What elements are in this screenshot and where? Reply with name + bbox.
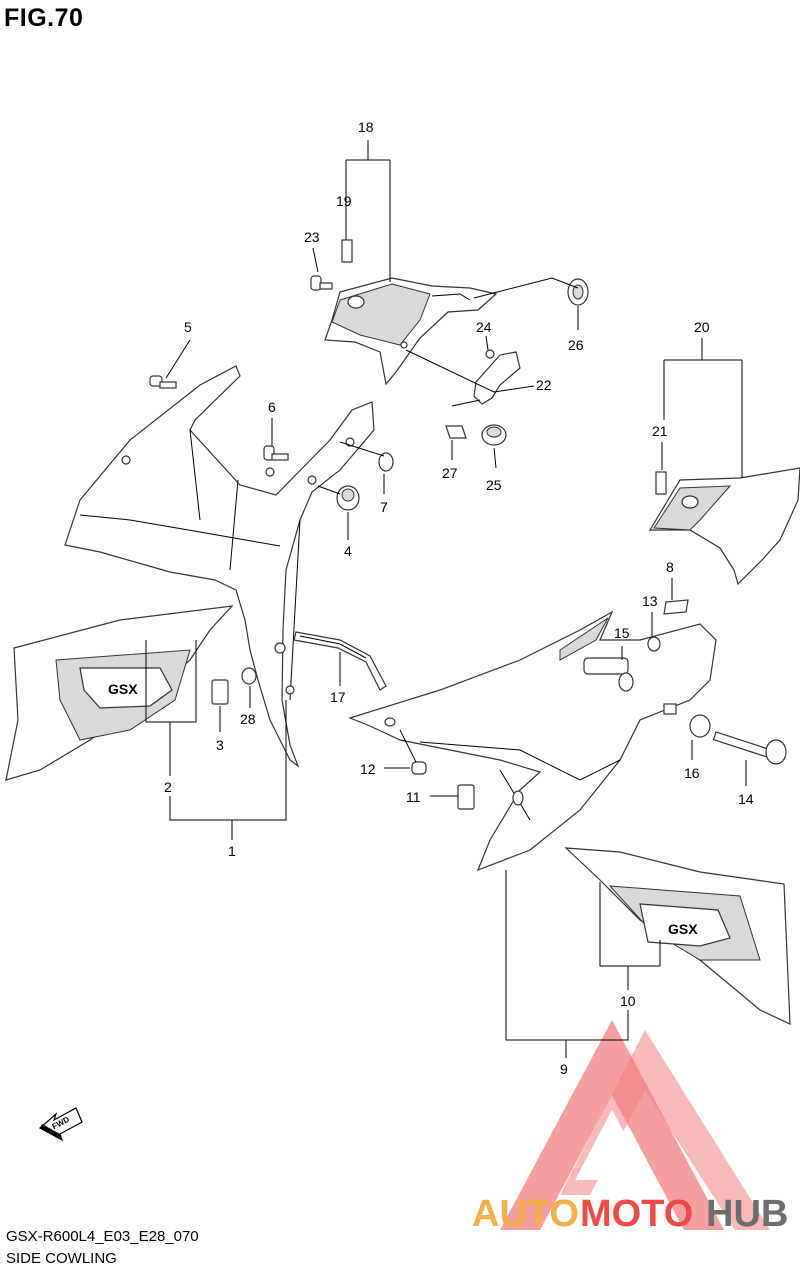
callout-18: 18: [358, 119, 374, 135]
bolt-14: [712, 731, 787, 765]
callout-23: 23: [304, 229, 320, 245]
right-decal-logo-text: GSX: [668, 921, 698, 937]
nut-7: [378, 452, 394, 472]
callout-12: 12: [360, 761, 376, 777]
nut-26: [567, 278, 589, 306]
bolt-5: [149, 375, 177, 389]
callout-6: 6: [268, 399, 276, 415]
bracket-22: [473, 349, 521, 405]
clip-8: [663, 599, 689, 615]
callout-21: 21: [652, 423, 668, 439]
fwd-arrow-icon: FWD: [38, 1107, 83, 1142]
figure-title: FIG.70: [4, 4, 84, 32]
callout-19: 19: [336, 193, 352, 209]
diagram-section-name: SIDE COWLING: [6, 1250, 117, 1267]
part-upper-inner-panel: [324, 277, 498, 386]
callout-17: 17: [330, 689, 346, 705]
callout-numbers: 18 19 23 26 24 22 27 25 5 6 7 4 20 21 8 …: [164, 119, 754, 1077]
callout-15: 15: [614, 625, 630, 641]
callout-4: 4: [344, 543, 352, 559]
watermark-hub: HUB: [706, 1193, 788, 1235]
bolt-12: [399, 729, 427, 775]
washer-13: [647, 636, 661, 652]
callout-3: 3: [216, 737, 224, 753]
clip-3: [211, 679, 229, 705]
callout-13: 13: [642, 593, 658, 609]
label-21: [655, 471, 667, 495]
grommet-25: [481, 424, 507, 446]
callout-10: 10: [620, 993, 636, 1009]
callout-27: 27: [442, 465, 458, 481]
watermark-logo: [500, 1020, 770, 1230]
callout-8: 8: [666, 559, 674, 575]
callout-7: 7: [380, 499, 388, 515]
callout-24: 24: [476, 319, 492, 335]
leader-lines: [145, 140, 747, 1058]
callout-26: 26: [568, 337, 584, 353]
callout-5: 5: [184, 319, 192, 335]
part-left-decal-panel: GSX: [5, 605, 234, 781]
clip-27: [445, 425, 467, 439]
clip-11: [457, 784, 475, 810]
bolt-23: [310, 275, 333, 291]
callout-2: 2: [164, 779, 172, 795]
callout-11: 11: [406, 789, 421, 805]
strip-17: [293, 631, 387, 691]
label-19: [341, 239, 353, 263]
part-right-decal-panel: GSX: [564, 847, 791, 1025]
part-right-lower-cowling: [348, 610, 717, 872]
grommet-4: [336, 485, 360, 511]
diagram-code: GSX-R600L4_E03_E28_070: [6, 1228, 199, 1245]
callout-9: 9: [560, 1061, 568, 1077]
left-decal-logo-text: GSX: [108, 681, 138, 697]
screw-28: [241, 667, 257, 685]
watermark-moto: MOTO: [580, 1193, 693, 1235]
callout-28: 28: [240, 711, 256, 727]
callout-1: 1: [228, 843, 236, 859]
callout-22: 22: [536, 377, 552, 393]
collar-15: [583, 657, 634, 692]
bolt-6: [263, 445, 289, 461]
callout-25: 25: [486, 477, 502, 493]
watermark-text: AUTO MOTO HUB: [472, 1193, 788, 1235]
part-main-cowling: [64, 365, 375, 768]
grommet-16: [689, 714, 711, 738]
callout-20: 20: [694, 319, 710, 335]
callout-14: 14: [738, 791, 754, 807]
watermark-auto: AUTO: [472, 1193, 579, 1235]
callout-16: 16: [684, 765, 700, 781]
part-upper-right-panel: [648, 467, 800, 586]
